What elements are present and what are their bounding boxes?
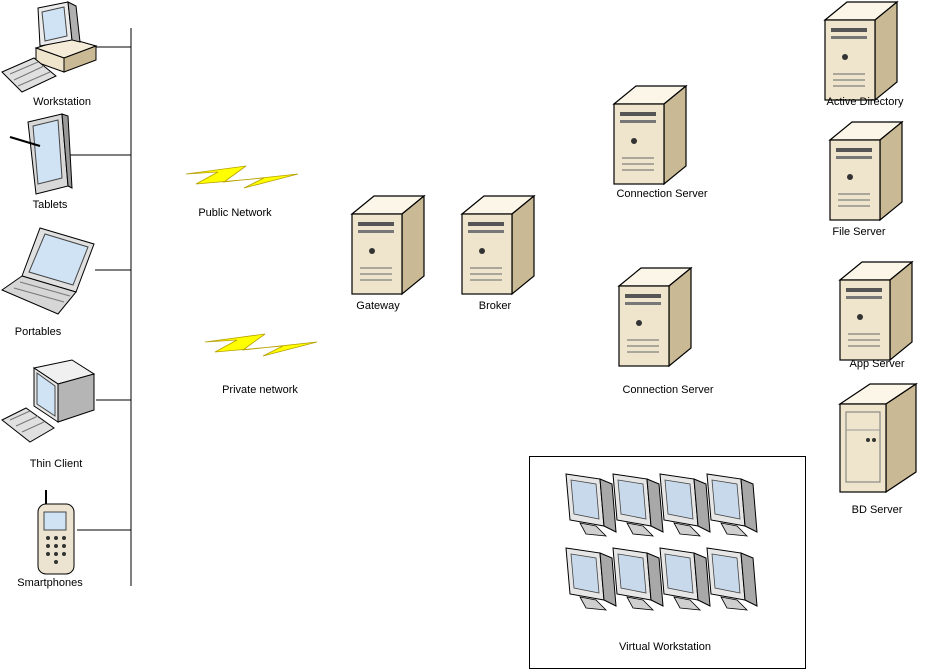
tablet-icon [9, 113, 73, 195]
smartphones-label: Smartphones [17, 577, 83, 589]
app-server-label: App Server [849, 358, 905, 370]
portables-label: Portables [14, 326, 62, 338]
public-network-label: Public Network [198, 207, 272, 219]
smartphone-icon [37, 490, 75, 575]
private-network-label: Private network [222, 384, 298, 396]
workstation-label: Workstation [33, 96, 91, 108]
gateway-label: Gateway [356, 300, 400, 312]
active-directory-label: Active Directory [826, 96, 904, 108]
gateway-server-icon [351, 195, 425, 295]
public-network-icon [185, 165, 299, 189]
client-bus [68, 28, 132, 586]
bd-server-icon [838, 382, 918, 494]
bd-server-label: BD Server [851, 504, 903, 516]
connection-server-1-icon [613, 85, 687, 185]
tablets-label: Tablets [32, 199, 68, 211]
thin-client-label: Thin Client [29, 458, 83, 470]
connection-server-2-icon [618, 267, 692, 367]
laptop-icon [0, 227, 95, 315]
thin-client-icon [1, 359, 96, 443]
broker-label: Broker [478, 300, 512, 312]
app-server-icon [839, 261, 913, 361]
active-directory-server-icon [824, 1, 898, 101]
private-network-icon [204, 333, 318, 357]
connection-server-2-label: Connection Server [622, 384, 714, 396]
virtual-workstation-group [529, 456, 806, 669]
workstation-icon [1, 1, 98, 93]
file-server-label: File Server [832, 226, 886, 238]
virtual-workstation-label: Virtual Workstation [619, 641, 711, 653]
file-server-icon [829, 121, 903, 221]
connection-server-1-label: Connection Server [616, 188, 708, 200]
broker-server-icon [461, 195, 535, 295]
